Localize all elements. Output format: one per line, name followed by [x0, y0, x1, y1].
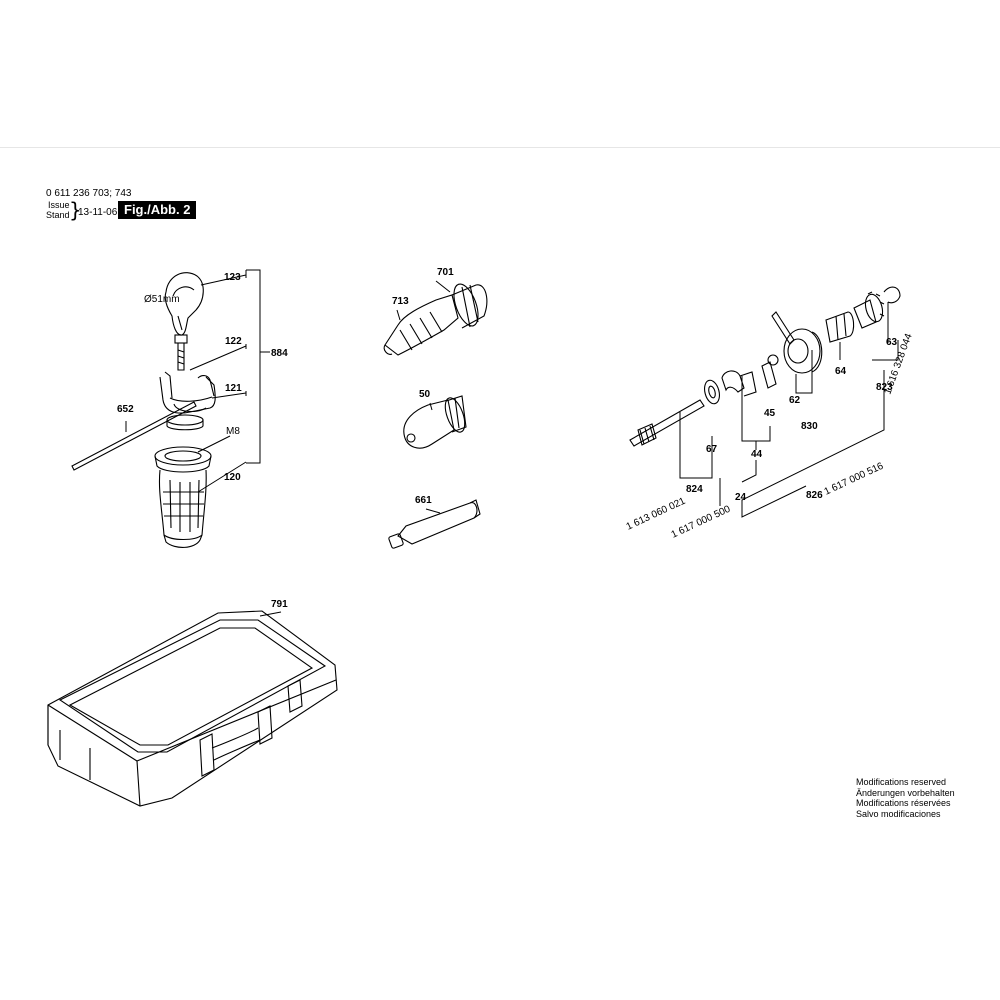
label-m8: M8	[226, 426, 240, 437]
drive-shaft-illustration	[629, 399, 705, 447]
label-824: 824	[686, 484, 703, 495]
label-123: 123	[224, 272, 241, 283]
label-661: 661	[415, 495, 432, 506]
label-24: 24	[735, 492, 747, 503]
label-50: 50	[419, 389, 431, 400]
depth-rod-illustration	[71, 401, 197, 471]
stand-label: Stand	[46, 210, 70, 220]
label-45: 45	[764, 408, 776, 419]
chuck-adapter-illustration	[383, 283, 488, 356]
label-826: 826	[806, 490, 823, 501]
handle-ring-illustration	[166, 414, 204, 431]
top-rule	[0, 147, 1000, 148]
grease-tube-illustration	[388, 499, 481, 549]
label-713: 713	[392, 296, 409, 307]
note-german: Änderungen vorbehalten	[856, 787, 955, 798]
label-44: 44	[751, 449, 763, 460]
label-652: 652	[117, 404, 134, 415]
modification-notes: Modifications reserved Änderungen vorbeh…	[856, 777, 955, 819]
brace-symbol: }	[69, 198, 82, 222]
label-823: 823	[876, 382, 893, 393]
issue-label: Issue	[48, 200, 70, 210]
carrying-case-illustration	[47, 610, 338, 807]
pinion-gear-illustration	[853, 286, 901, 329]
note-french: Modifications réservées	[856, 798, 951, 808]
label-120: 120	[224, 472, 241, 483]
label-64: 64	[835, 366, 847, 377]
needle-bearing-illustration	[825, 311, 855, 343]
label-121: 121	[225, 383, 242, 394]
ball-bearing-illustration	[704, 379, 720, 405]
handle-grip-illustration	[154, 446, 212, 548]
document-number: 0 611 236 703; 743	[46, 188, 132, 199]
label-1617000516: 1 617 000 516	[823, 461, 886, 498]
clutch-gear-illustration	[767, 311, 823, 374]
sds-chuck-illustration	[403, 395, 467, 449]
clamp-band-illustration	[159, 371, 216, 414]
label-62: 62	[789, 395, 801, 406]
screw-illustration	[174, 334, 188, 371]
label-diameter: Ø51mm	[144, 294, 180, 305]
label-122: 122	[225, 336, 242, 347]
label-67: 67	[706, 444, 718, 455]
depth-stop-cap-illustration	[164, 272, 204, 336]
label-701: 701	[437, 267, 454, 278]
figure-badge: Fig./Abb. 2	[118, 201, 197, 219]
label-63: 63	[886, 337, 898, 348]
label-884: 884	[271, 348, 288, 359]
label-830: 830	[801, 421, 818, 432]
label-791: 791	[271, 599, 288, 610]
note-spanish: Salvo modificaciones	[856, 808, 941, 819]
gear-selector-illustration	[721, 361, 777, 397]
leader-lines	[125, 269, 899, 617]
issue-date: 13-11-06	[78, 207, 118, 218]
note-english: Modifications reserved	[856, 777, 947, 787]
